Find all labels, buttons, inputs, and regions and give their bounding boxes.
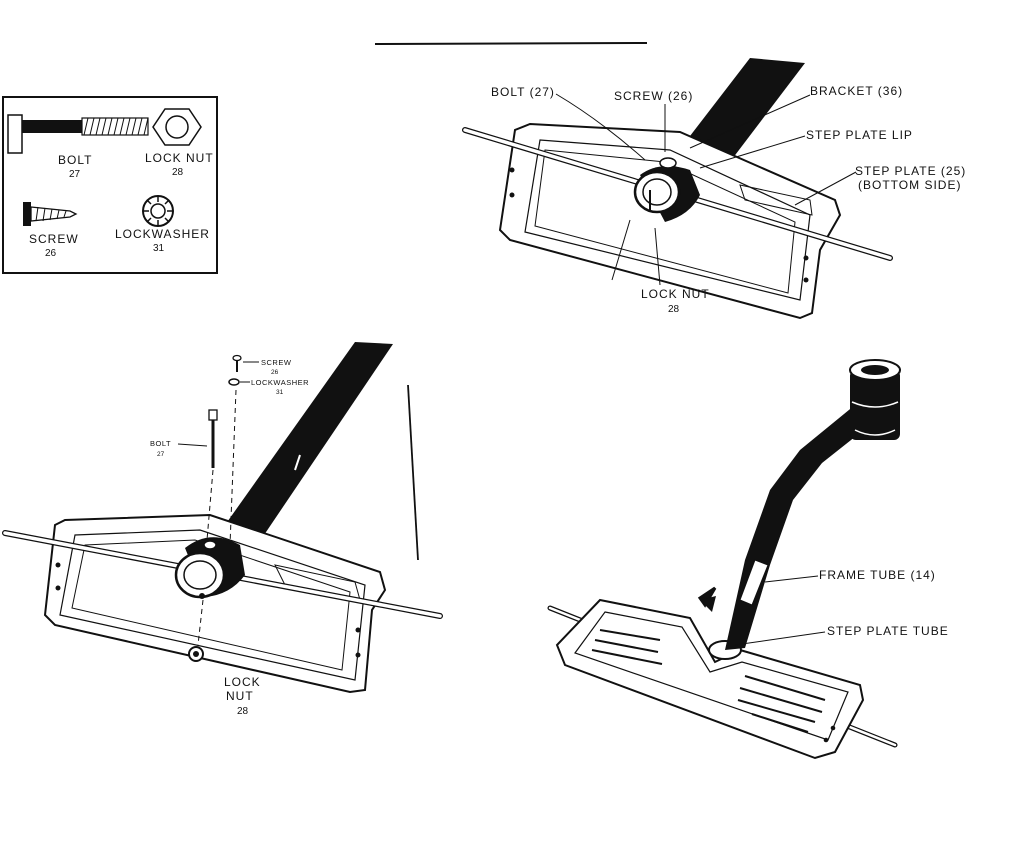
bl-lockwasher-label: LOCKWASHER — [251, 378, 309, 387]
bl-bolt-num: 27 — [157, 451, 165, 458]
screw-illustration — [23, 202, 78, 226]
tr-step-plate-lip-label: STEP PLATE LIP — [806, 128, 913, 142]
tr-lock-nut-num: 28 — [668, 304, 680, 315]
top-right-assembly — [462, 58, 893, 320]
lock-nut-illustration — [152, 108, 202, 146]
bottom-left-assembly — [2, 342, 443, 694]
tr-step-plate — [498, 122, 842, 320]
br-frame-tube — [725, 405, 870, 650]
tr-screw-label: SCREW (26) — [614, 89, 693, 103]
hw-bolt-label: BOLT — [58, 153, 92, 167]
br-step-plate — [555, 598, 865, 760]
bl-frame-tube — [225, 342, 393, 538]
hardware-frame — [2, 96, 218, 274]
bl-lock-label: LOCK — [224, 675, 261, 689]
tr-bracket-label: BRACKET (36) — [810, 84, 903, 98]
hardware-panel: BOLT 27 LOCK NUT 28 SCREW 26 LOCKWASHER … — [2, 96, 218, 274]
lockwasher-illustration — [142, 195, 174, 227]
bl-screw-label: SCREW — [261, 358, 292, 367]
bl-bolt-label: BOLT — [150, 439, 171, 448]
bl-screw-num: 26 — [271, 369, 279, 376]
hw-bolt-num: 27 — [69, 169, 81, 180]
hw-screw-label: SCREW — [29, 232, 79, 246]
bl-nut-num: 28 — [237, 706, 249, 717]
tr-bottom-side-label: (BOTTOM SIDE) — [858, 178, 961, 192]
hw-screw-num: 26 — [45, 248, 57, 259]
bolt-illustration — [7, 114, 149, 154]
header-rule — [374, 42, 648, 45]
bl-nut-label: NUT — [226, 689, 254, 703]
tr-bolt-label: BOLT (27) — [491, 85, 555, 99]
hw-lockwasher-label: LOCKWASHER — [115, 227, 210, 241]
hw-lockwasher-num: 31 — [153, 243, 165, 254]
br-step-plate-tube-label: STEP PLATE TUBE — [827, 624, 949, 638]
hw-lock-nut-label: LOCK NUT — [145, 151, 214, 165]
hw-lock-nut-num: 28 — [172, 167, 184, 178]
tr-lock-nut-label: LOCK NUT — [641, 287, 710, 301]
tr-step-plate-label: STEP PLATE (25) — [855, 164, 966, 178]
bl-lockwasher-num: 31 — [276, 389, 284, 396]
br-frame-tube-label: FRAME TUBE (14) — [819, 568, 936, 582]
bottom-right-assembly — [547, 359, 901, 760]
